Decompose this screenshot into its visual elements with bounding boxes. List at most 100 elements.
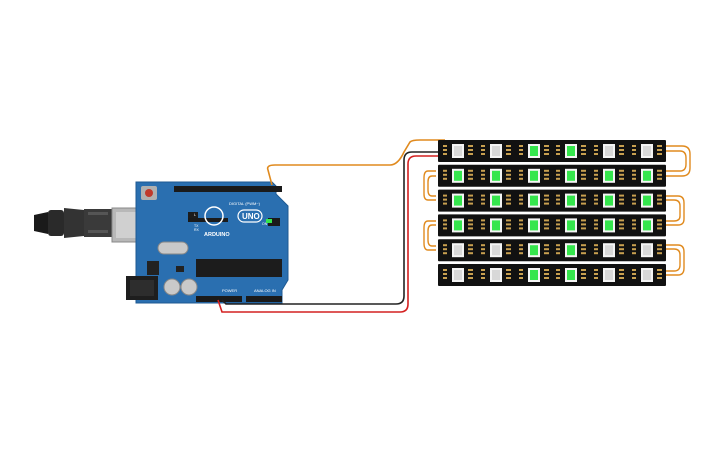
led-pixel-on bbox=[567, 195, 575, 206]
led-pixel-off bbox=[643, 245, 651, 256]
led-pixel-on bbox=[530, 220, 538, 231]
solder-pad bbox=[468, 269, 473, 271]
solder-pad bbox=[657, 223, 662, 226]
solder-pad bbox=[594, 194, 598, 197]
solder-pad bbox=[506, 223, 511, 226]
solder-pad bbox=[468, 194, 473, 197]
led-strip-3[interactable] bbox=[438, 189, 666, 212]
solder-pad bbox=[657, 273, 662, 275]
solder-pad bbox=[581, 198, 586, 201]
solder-pad bbox=[544, 177, 549, 180]
solder-pad bbox=[581, 194, 586, 197]
data-wire[interactable] bbox=[266, 139, 445, 186]
solder-pad bbox=[619, 244, 624, 247]
led-strip-2[interactable] bbox=[438, 164, 666, 187]
solder-pad bbox=[581, 219, 586, 222]
solder-pad bbox=[619, 145, 624, 147]
solder-pad bbox=[594, 227, 598, 230]
solder-pad bbox=[544, 194, 549, 197]
solder-pad bbox=[594, 248, 598, 251]
solder-pad bbox=[632, 248, 636, 251]
solder-pad bbox=[594, 153, 598, 155]
led-strip-4[interactable] bbox=[438, 214, 666, 237]
solder-pad bbox=[632, 227, 636, 230]
rx-label: RX bbox=[194, 228, 200, 232]
solder-pad bbox=[468, 169, 473, 172]
solder-pad bbox=[544, 153, 549, 155]
led-pixel-on bbox=[454, 195, 462, 206]
solder-pad bbox=[619, 149, 624, 151]
solder-pad bbox=[519, 202, 523, 205]
solder-pad bbox=[581, 149, 586, 151]
solder-pad bbox=[506, 273, 511, 275]
led-pixel-on bbox=[605, 220, 613, 231]
solder-pad bbox=[556, 219, 560, 222]
solder-pad bbox=[544, 273, 549, 275]
solder-pad bbox=[632, 269, 636, 271]
solder-pad bbox=[581, 269, 586, 271]
power-jack[interactable] bbox=[126, 276, 158, 300]
solder-pad bbox=[619, 223, 624, 226]
solder-pad bbox=[481, 153, 485, 155]
ground-wire[interactable] bbox=[221, 151, 445, 305]
solder-pad bbox=[594, 219, 598, 222]
solder-pad bbox=[506, 169, 511, 172]
analog-header[interactable] bbox=[246, 296, 282, 302]
solder-pad bbox=[619, 277, 624, 279]
solder-pad bbox=[544, 252, 549, 255]
solder-pad bbox=[506, 177, 511, 180]
solder-pad bbox=[468, 202, 473, 205]
on-led bbox=[266, 219, 272, 223]
solder-pad bbox=[544, 227, 549, 230]
solder-pad bbox=[556, 177, 560, 180]
power-header[interactable] bbox=[196, 296, 242, 302]
solder-pad bbox=[506, 219, 511, 222]
led-strip-6[interactable] bbox=[438, 264, 666, 286]
solder-pad bbox=[619, 169, 624, 172]
l-led-label: L bbox=[194, 213, 196, 217]
solder-pad bbox=[594, 277, 598, 279]
solder-pad bbox=[556, 273, 560, 275]
solder-pad bbox=[544, 198, 549, 201]
solder-pad bbox=[556, 227, 560, 230]
solder-pad bbox=[657, 277, 662, 279]
solder-pad bbox=[544, 269, 549, 271]
solder-pad bbox=[443, 273, 447, 275]
solder-pad bbox=[481, 227, 485, 230]
solder-pad bbox=[519, 169, 523, 172]
solder-pad bbox=[556, 145, 560, 147]
solder-pad bbox=[443, 248, 447, 251]
digital-header[interactable] bbox=[174, 186, 282, 192]
led-pixel-on bbox=[567, 270, 575, 280]
solder-pad bbox=[519, 149, 523, 151]
solder-pad bbox=[619, 173, 624, 176]
led-pixel-on bbox=[567, 220, 575, 231]
solder-pad bbox=[468, 145, 473, 147]
led-strip-1[interactable] bbox=[438, 140, 666, 162]
solder-pad bbox=[556, 149, 560, 151]
solder-pad bbox=[506, 149, 511, 151]
solder-pad bbox=[581, 227, 586, 230]
solder-pad bbox=[619, 248, 624, 251]
solder-pad bbox=[443, 198, 447, 201]
solder-pad bbox=[519, 252, 523, 255]
solder-pad bbox=[544, 277, 549, 279]
solder-pad bbox=[481, 173, 485, 176]
solder-pad bbox=[657, 252, 662, 255]
led-pixel-on bbox=[530, 146, 538, 156]
solder-pad bbox=[443, 219, 447, 222]
icsp-header bbox=[268, 218, 280, 226]
solder-pad bbox=[544, 145, 549, 147]
solder-pad bbox=[468, 149, 473, 151]
led-strip-5[interactable] bbox=[438, 239, 666, 262]
solder-pad bbox=[443, 173, 447, 176]
solder-pad bbox=[506, 173, 511, 176]
led-pixel-on bbox=[643, 195, 651, 206]
led-pixel-on bbox=[530, 170, 538, 181]
led-pixel-off bbox=[605, 270, 613, 280]
solder-pad bbox=[594, 252, 598, 255]
solder-pad bbox=[581, 177, 586, 180]
arduino-uno-board[interactable]: ARDUINO UNO DIGITAL (PWM~) POWER ANALOG … bbox=[126, 181, 289, 304]
power-wire[interactable] bbox=[217, 155, 445, 313]
solder-pad bbox=[443, 244, 447, 247]
